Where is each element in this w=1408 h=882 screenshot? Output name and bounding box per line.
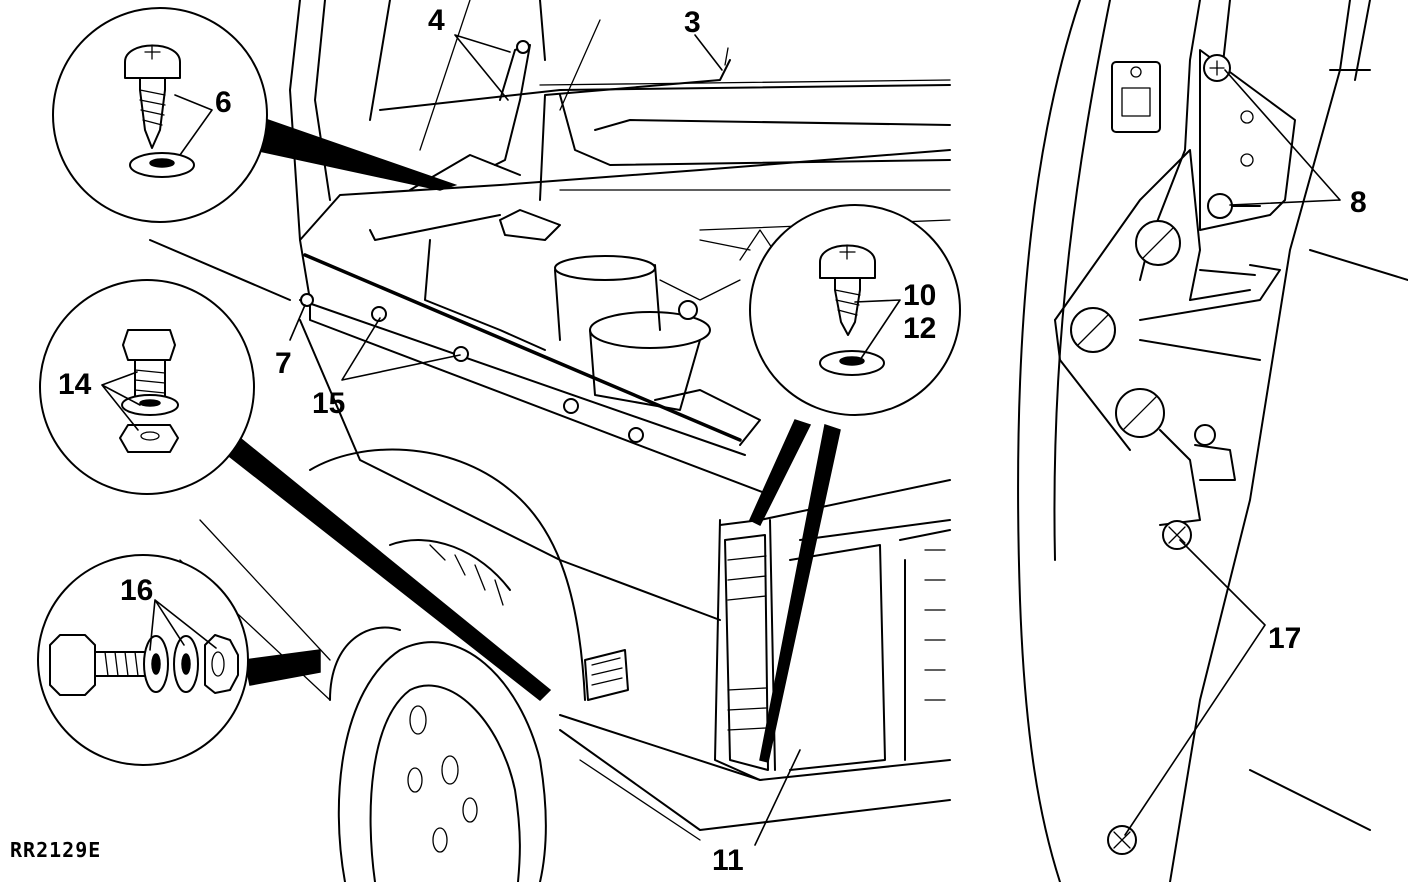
inset-detail-14 [39, 279, 552, 702]
vehicle-front-body [149, 0, 951, 882]
inset-detail-10-12 [749, 204, 961, 763]
callout-7: 7 [275, 347, 292, 380]
callout-14: 14 [58, 368, 92, 401]
callout-4: 4 [428, 4, 445, 37]
inset-detail-16 [37, 554, 321, 766]
door-hinge-pillar-view [1017, 0, 1408, 882]
callout-17: 17 [1268, 622, 1301, 655]
figure-reference-code: RR2129E [10, 838, 101, 862]
inset-detail-6 [52, 7, 458, 223]
callout-10: 10 [903, 279, 936, 312]
callout-6: 6 [215, 86, 232, 119]
callout-16: 16 [120, 574, 153, 607]
callout-15: 15 [312, 387, 345, 420]
callout-8: 8 [1350, 186, 1367, 219]
callout-12: 12 [903, 312, 936, 345]
callout-labels: 3 4 6 7 8 10 12 11 14 15 16 17 RR2129E [10, 4, 1367, 877]
callout-11: 11 [712, 844, 744, 877]
callout-3: 3 [684, 6, 701, 39]
leader-lines [101, 34, 1341, 846]
